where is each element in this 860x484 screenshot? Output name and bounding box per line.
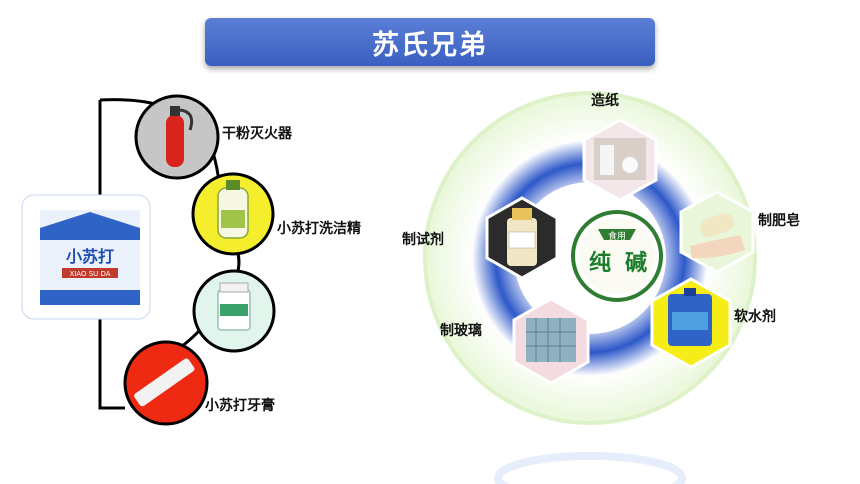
baking-soda-box: 小苏打 XIAO SU DA — [21, 194, 151, 320]
label-paper: 造纸 — [591, 93, 619, 109]
product-name: 小苏打 — [66, 247, 114, 266]
soap-icon — [700, 212, 734, 238]
fire-extinguisher-icon — [166, 115, 184, 167]
center-subtitle: 食用 — [608, 230, 626, 242]
hex-softener — [650, 277, 732, 369]
label-glass: 制玻璃 — [440, 323, 482, 339]
ring-reflection — [494, 452, 686, 484]
product-pinyin: XIAO SU DA — [69, 270, 110, 278]
title-banner: 苏氏兄弟 — [205, 18, 655, 66]
hex-glass — [512, 297, 590, 385]
detergent-node — [191, 172, 275, 256]
toothpaste-node — [123, 340, 209, 426]
center-char-1: 纯 — [589, 250, 611, 276]
label-detergent: 小苏打洗洁精 — [277, 221, 361, 237]
label-fire-extinguisher: 干粉灭火器 — [222, 126, 292, 142]
label-reagent: 制试剂 — [402, 232, 444, 248]
label-soap: 制肥皂 — [758, 213, 800, 229]
label-toothpaste: 小苏打牙膏 — [205, 398, 275, 414]
label-softener: 软水剂 — [734, 309, 776, 325]
glass-building-icon — [526, 318, 576, 362]
hex-paper — [582, 118, 658, 202]
fire-extinguisher-node — [134, 94, 220, 180]
center-char-2: 碱 — [625, 250, 647, 276]
page-title: 苏氏兄弟 — [372, 29, 488, 61]
hex-soap — [679, 190, 755, 274]
tablet-node — [192, 269, 276, 353]
toothpaste-icon — [134, 358, 195, 407]
soda-ash-center: 食用 纯 碱 — [571, 210, 663, 302]
hex-reagent — [485, 196, 559, 280]
